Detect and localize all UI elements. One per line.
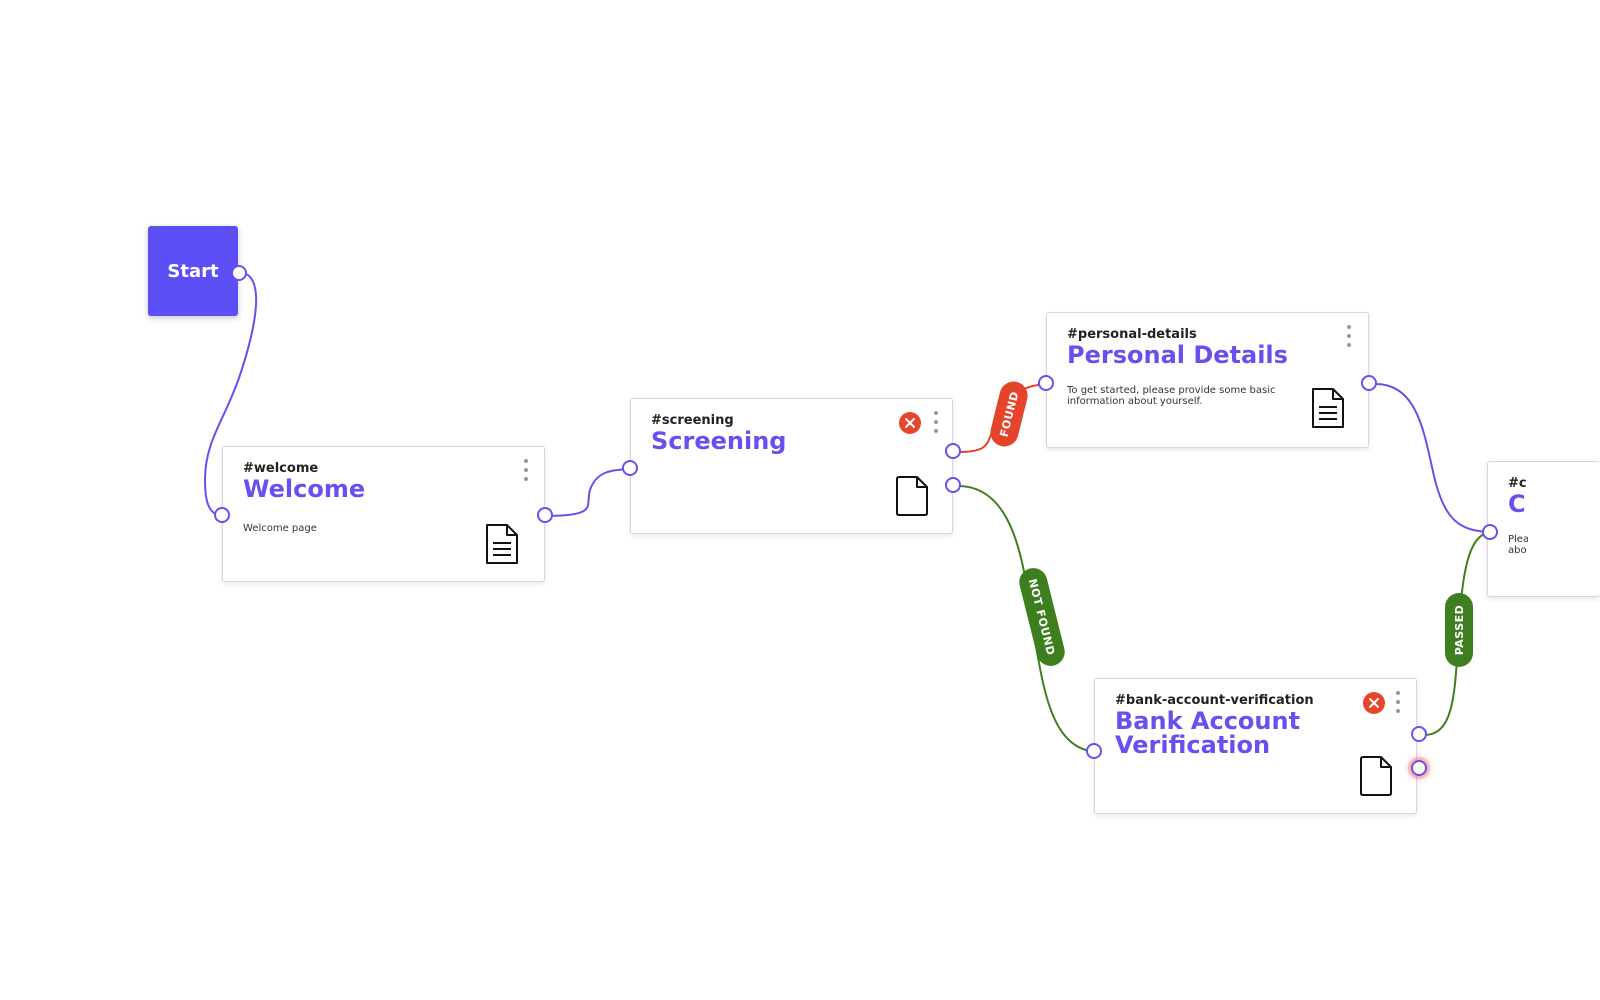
- node-description: Welcome page: [243, 523, 317, 534]
- document-blank-icon: [896, 476, 928, 516]
- welcome-input-port[interactable]: [214, 507, 230, 523]
- node-slug: #personal-details: [1067, 327, 1197, 342]
- more-vertical-icon[interactable]: [931, 411, 941, 433]
- screening-input-port[interactable]: [622, 460, 638, 476]
- node-description: To get started, please provide some basi…: [1067, 385, 1276, 407]
- more-vertical-icon[interactable]: [1344, 325, 1354, 347]
- document-text-icon: [1312, 388, 1344, 428]
- node-slug: #screening: [651, 413, 734, 428]
- node-slug: #welcome: [243, 461, 319, 476]
- node-bank-account-verification[interactable]: #bank-account-verification Bank Account …: [1094, 678, 1417, 814]
- node-description: Plea abo: [1508, 534, 1528, 556]
- bank-account-input-port[interactable]: [1086, 743, 1102, 759]
- start-label: Start: [167, 260, 219, 282]
- node-slug: #c: [1508, 476, 1527, 491]
- personal-details-output-port[interactable]: [1361, 375, 1377, 391]
- partial-input-port[interactable]: [1482, 524, 1498, 540]
- personal-details-input-port[interactable]: [1038, 375, 1054, 391]
- screening-output-port-notfound[interactable]: [945, 477, 961, 493]
- edge-welcome-screening[interactable]: [545, 468, 637, 517]
- node-slug: #bank-account-verification: [1115, 693, 1314, 708]
- edge-label-text: NOT FOUND: [1026, 577, 1058, 657]
- more-vertical-icon[interactable]: [521, 459, 531, 481]
- edge-label-found[interactable]: FOUND: [987, 378, 1031, 450]
- node-partial[interactable]: #c C Plea abo: [1487, 461, 1600, 597]
- node-title: Personal Details: [1067, 341, 1288, 369]
- edge-personal-next[interactable]: [1375, 383, 1494, 533]
- node-title: Welcome: [243, 475, 366, 503]
- node-personal-details[interactable]: #personal-details Personal Details To ge…: [1046, 312, 1369, 448]
- edge-label-not-found[interactable]: NOT FOUND: [1016, 565, 1068, 669]
- bank-account-output-port-failed[interactable]: [1411, 760, 1427, 776]
- node-title: C: [1508, 490, 1526, 518]
- node-title: Bank Account Verification: [1115, 707, 1301, 759]
- edge-label-text: PASSED: [1452, 604, 1466, 656]
- node-screening[interactable]: #screening Screening: [630, 398, 953, 534]
- document-blank-icon: [1360, 756, 1392, 796]
- more-vertical-icon[interactable]: [1393, 691, 1403, 713]
- node-welcome[interactable]: #welcome Welcome Welcome page: [222, 446, 545, 582]
- edge-label-text: FOUND: [997, 389, 1021, 439]
- document-text-icon: [486, 524, 518, 564]
- bank-account-output-port-passed[interactable]: [1411, 726, 1427, 742]
- screening-output-port-found[interactable]: [945, 443, 961, 459]
- start-node[interactable]: Start: [148, 226, 238, 316]
- close-icon[interactable]: [1363, 692, 1385, 714]
- close-icon[interactable]: [899, 412, 921, 434]
- node-title: Screening: [651, 427, 787, 455]
- edge-label-passed[interactable]: PASSED: [1445, 593, 1473, 667]
- start-output-port[interactable]: [231, 265, 247, 281]
- welcome-output-port[interactable]: [537, 507, 553, 523]
